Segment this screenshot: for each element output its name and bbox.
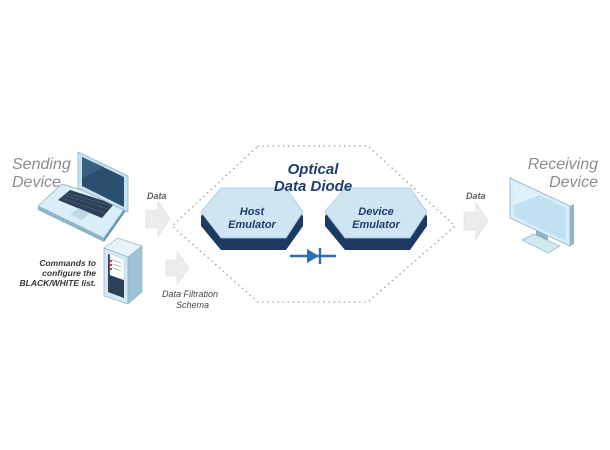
receiving-device-label: Receiving Device	[528, 156, 598, 192]
filtration-line-1: Data Filtration	[162, 289, 219, 299]
device-line-2: Emulator	[352, 219, 400, 231]
arrow-icon-data-in	[145, 200, 171, 238]
host-line-1: Host	[239, 206, 265, 218]
host-emulator-label: Host Emulator	[212, 206, 292, 232]
data-out-label: Data	[466, 191, 486, 201]
device-line-1: Device	[358, 206, 394, 218]
receiving-line-1: Receiving	[527, 156, 598, 173]
host-line-2: Emulator	[228, 219, 276, 231]
commands-line-2: configure the	[42, 268, 96, 278]
commands-line-1: Commands to	[39, 258, 96, 268]
server-icon	[103, 237, 143, 305]
sending-line-1: Sending	[12, 156, 71, 173]
commands-label: Commands to configure the BLACK/WHITE li…	[20, 258, 97, 288]
filtration-label: Data Filtration Schema	[162, 289, 218, 311]
device-emulator-label: Device Emulator	[336, 206, 416, 232]
arrow-icon-filter	[165, 251, 190, 285]
data-in-label: Data	[147, 191, 167, 201]
filtration-line-2: Schema	[176, 300, 210, 310]
optical-diode-title: Optical Data Diode	[263, 161, 363, 195]
diode-title-line-1: Optical	[287, 161, 339, 178]
commands-line-3: BLACK/WHITE list.	[19, 278, 97, 288]
diode-icon	[290, 248, 336, 264]
diode-title-line-2: Data Diode	[273, 178, 353, 195]
monitor-icon	[509, 177, 574, 254]
receiving-line-2: Device	[549, 174, 598, 191]
host-emulator-block	[200, 187, 304, 250]
arrow-icon-data-out	[463, 202, 489, 240]
laptop-icon	[37, 151, 129, 242]
sending-line-2: Device	[12, 174, 61, 191]
sending-device-label: Sending Device	[12, 156, 71, 192]
device-emulator-block	[324, 187, 428, 250]
